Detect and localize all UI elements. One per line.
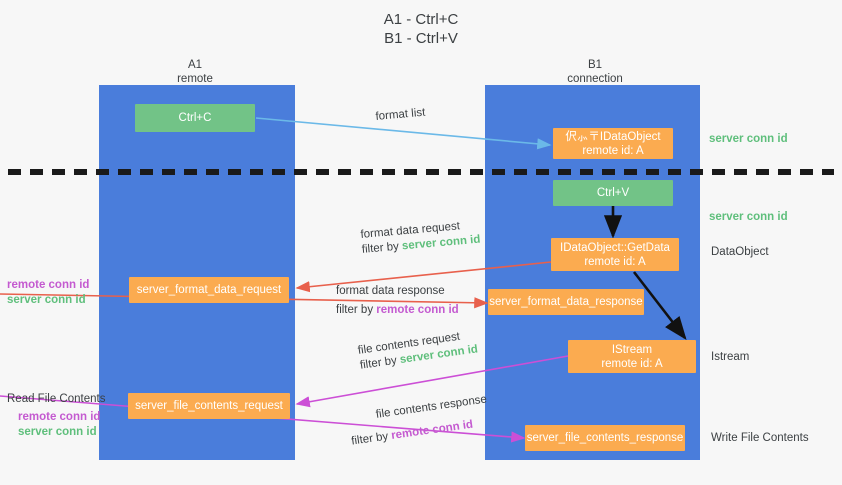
right-server-conn-id-mid-text: server conn id <box>709 211 788 223</box>
node-ctrl-v-label: Ctrl+V <box>596 187 630 199</box>
phase-separator-dashed-line <box>8 169 834 175</box>
edge-label-format-data-response: format data response filter by remote co… <box>336 284 459 318</box>
edge-label-fmt-res-line2: filter by remote conn id <box>336 303 459 318</box>
edge-label-format-list-text: format list <box>375 106 426 123</box>
node-idataobject-line1: 伬⺗〒IDataObject <box>565 130 661 143</box>
right-server-conn-id-top-text: server conn id <box>709 133 788 145</box>
edge-label-fmt-req-prefix: filter by <box>361 240 403 256</box>
edge-label-file-res-line2: filter by remote conn id <box>350 415 491 449</box>
node-ctrl-c[interactable]: Ctrl+C <box>135 104 255 132</box>
left-remote-conn-id-file: remote conn id <box>18 411 101 423</box>
lane-header-b1: B1 connection <box>535 58 655 86</box>
left-annotation-conn-ids-file: remote conn id server conn id <box>18 410 100 440</box>
lane-b1-name: B1 <box>587 59 603 71</box>
node-idataobject-getdata[interactable]: IDataObject::GetData remote id: A <box>551 238 679 271</box>
left-remote-conn-id-format: remote conn id <box>7 279 90 291</box>
right-annotation-server-conn-id-mid: server conn id <box>709 210 788 225</box>
edge-label-file-contents-response: file contents response filter by remote … <box>351 392 491 447</box>
left-read-file-contents-text: Read File Contents <box>7 393 106 405</box>
lane-a1-name: A1 <box>187 59 203 71</box>
node-server-file-contents-response-label: server_file_contents_response <box>526 432 684 444</box>
edge-label-format-data-request: format data request filter by server con… <box>360 218 481 258</box>
edge-label-format-list: format list <box>375 106 426 125</box>
left-server-conn-id-file: server conn id <box>18 426 97 438</box>
edge-label-fmt-res-value: remote conn id <box>376 304 459 316</box>
node-istream-line1: IStream <box>611 343 653 356</box>
edge-label-fmt-res-prefix: filter by <box>336 304 377 316</box>
left-server-conn-id-format: server conn id <box>7 294 86 306</box>
edge-label-file-res-value: remote conn id <box>390 418 474 442</box>
node-idataobject-line2: remote id: A <box>582 144 644 157</box>
node-istream-line2: remote id: A <box>601 357 663 370</box>
node-server-format-data-response-label: server_format_data_response <box>489 296 643 308</box>
node-getdata-line2: remote id: A <box>584 255 646 268</box>
node-server-format-data-request-label: server_format_data_request <box>136 284 282 296</box>
edge-label-fmt-res-line1: format data response <box>336 285 445 297</box>
diagram-title: A1 - Ctrl+C B1 - Ctrl+V <box>0 10 842 48</box>
node-istream[interactable]: IStream remote id: A <box>568 340 696 373</box>
edge-label-file-res-prefix: filter by <box>350 430 393 448</box>
left-annotation-read-file-contents: Read File Contents <box>7 392 105 407</box>
title-line-1: A1 - Ctrl+C <box>383 11 459 28</box>
node-idataobject[interactable]: 伬⺗〒IDataObject remote id: A <box>553 128 673 159</box>
left-annotation-conn-ids-format: remote conn id server conn id <box>7 278 89 308</box>
right-annotation-server-conn-id-top: server conn id <box>709 132 788 147</box>
lane-header-a1: A1 remote <box>135 58 255 86</box>
node-getdata-line1: IDataObject::GetData <box>560 241 670 254</box>
right-write-file-contents-text: Write File Contents <box>711 432 809 444</box>
right-annotation-istream: Istream <box>711 350 749 365</box>
node-server-file-contents-request[interactable]: server_file_contents_request <box>128 393 290 419</box>
right-data-object-text: DataObject <box>711 246 769 258</box>
node-server-file-contents-request-label: server_file_contents_request <box>135 400 283 412</box>
node-ctrl-v[interactable]: Ctrl+V <box>553 180 673 206</box>
node-server-format-data-response[interactable]: server_format_data_response <box>488 289 644 315</box>
lane-a1-role: remote <box>177 73 213 85</box>
edge-label-file-req-prefix: filter by <box>359 354 401 372</box>
right-annotation-data-object: DataObject <box>711 245 769 260</box>
right-istream-text: Istream <box>711 351 750 363</box>
node-ctrl-c-label: Ctrl+C <box>178 112 212 124</box>
right-annotation-write-file-contents: Write File Contents <box>711 431 809 446</box>
lane-b1-role: connection <box>567 73 623 85</box>
node-server-file-contents-response[interactable]: server_file_contents_response <box>525 425 685 451</box>
edge-label-file-contents-request: file contents request filter by server c… <box>357 327 479 373</box>
title-line-2: B1 - Ctrl+V <box>384 30 458 47</box>
node-server-format-data-request[interactable]: server_format_data_request <box>129 277 289 303</box>
